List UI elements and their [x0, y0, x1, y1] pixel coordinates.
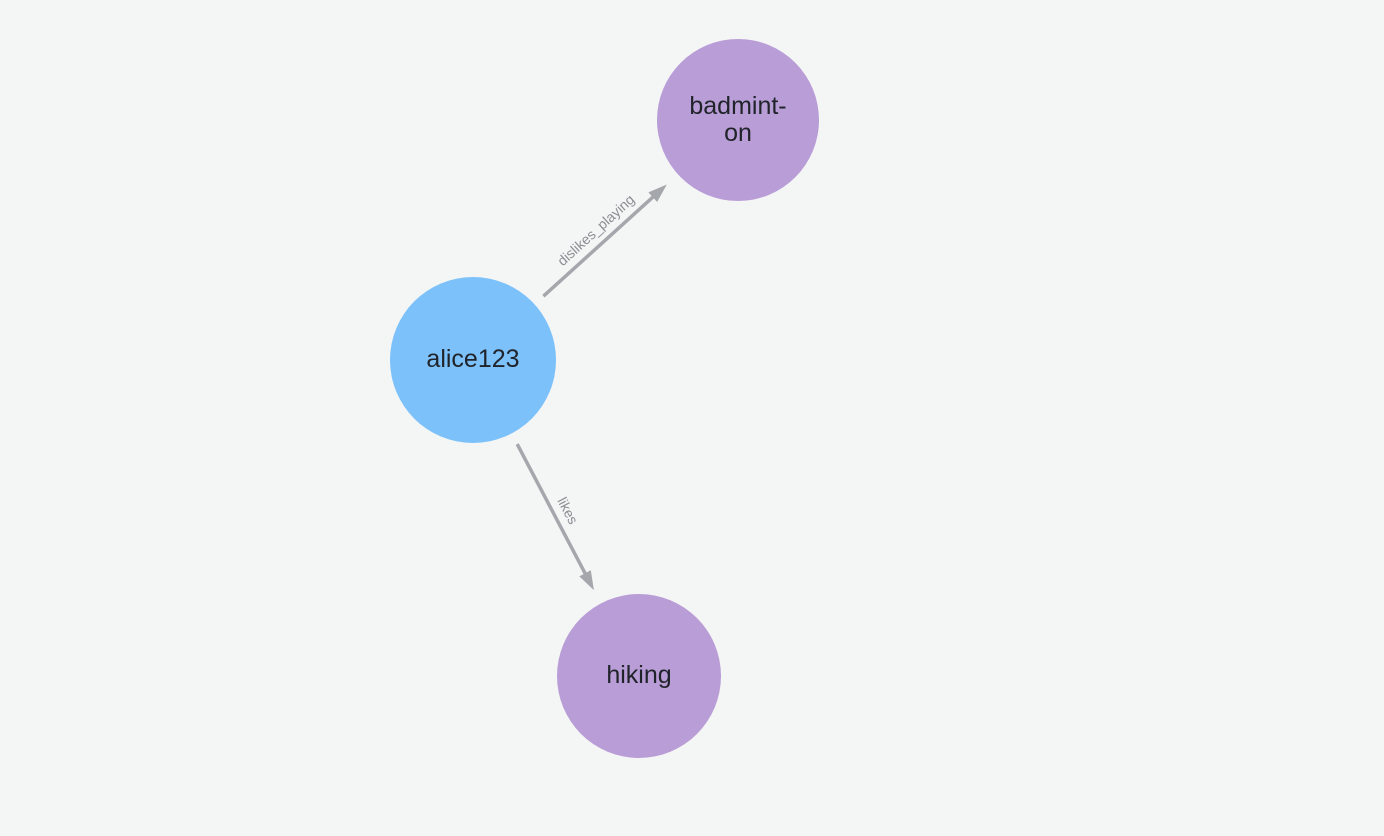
node-label: alice123: [426, 345, 520, 374]
node-label: badmint- on: [689, 91, 787, 147]
relationship-line[interactable]: [542, 191, 659, 298]
node-alice123[interactable]: alice123: [390, 277, 556, 443]
node-badminton[interactable]: badmint- on: [657, 39, 819, 201]
arrowhead-icon: [648, 184, 667, 203]
node-label: hiking: [606, 661, 672, 690]
arrowhead-icon: [579, 570, 594, 591]
node-hiking[interactable]: hiking: [557, 594, 721, 758]
relationship-line[interactable]: [515, 443, 590, 580]
